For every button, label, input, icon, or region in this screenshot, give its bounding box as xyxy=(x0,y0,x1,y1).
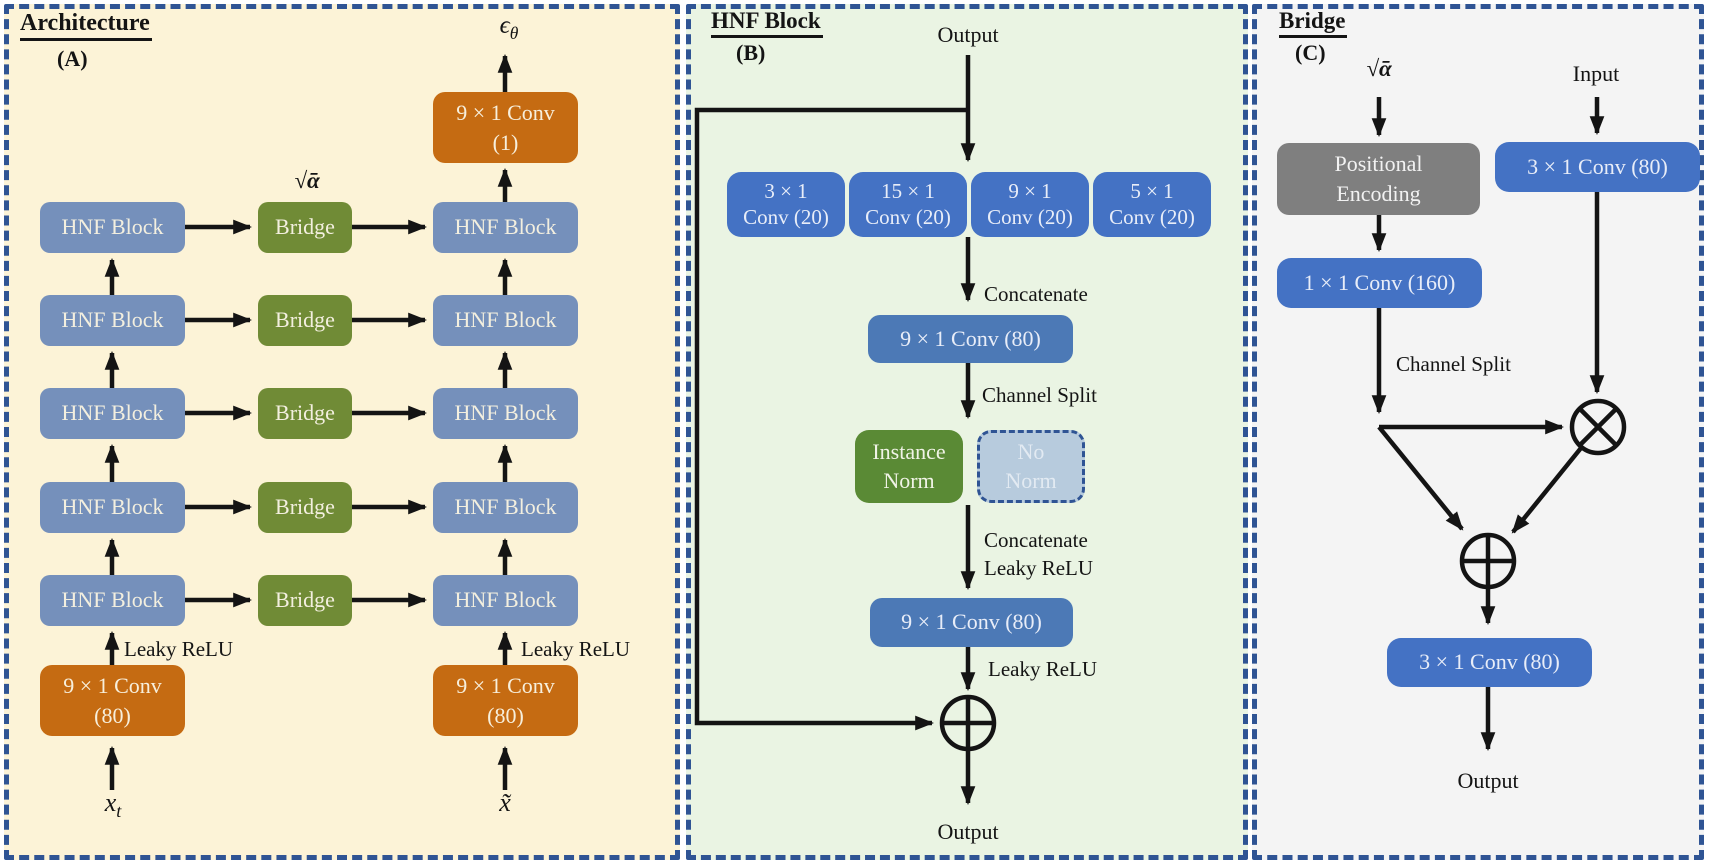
leaky-relu-label: Leaky ReLU xyxy=(521,637,631,661)
hnf-block-box: HNF Block xyxy=(433,295,578,346)
hnf-block-box: HNF Block xyxy=(40,575,185,626)
input-xtilde-label: x̃ xyxy=(499,788,511,817)
conv-9x1-80-box: 9 × 1 Conv (80) xyxy=(868,315,1073,363)
conv-3x1-80-box: 3 × 1 Conv (80) xyxy=(1387,638,1592,687)
input-xt-label: xt xyxy=(104,788,122,822)
concatenate-leaky-relu-label: Concatenate Leaky ReLU xyxy=(984,528,1094,580)
hnf-block-box: HNF Block xyxy=(433,388,578,439)
epsilon-theta-label: ϵθ xyxy=(499,12,519,43)
panel-a-tag: (A) xyxy=(57,46,88,71)
hnf-block-box: HNF Block xyxy=(433,575,578,626)
conv-9x1-80-box: 9 × 1 Conv (80) xyxy=(870,598,1073,647)
hnf-block-box: HNF Block xyxy=(40,482,185,533)
panel-c-tag: (C) xyxy=(1295,40,1326,65)
leaky-relu-label: Leaky ReLU xyxy=(124,637,234,661)
output-label: Output xyxy=(1457,768,1519,793)
channel-split-label: Channel Split xyxy=(1396,352,1511,376)
bridge-box: Bridge xyxy=(258,388,352,439)
panel-b-tag: (B) xyxy=(736,40,766,65)
hnf-block-box: HNF Block xyxy=(433,202,578,253)
sqrt-alpha-label: √ᾱ xyxy=(294,168,320,193)
multiply-node xyxy=(1569,398,1627,456)
channel-split-label: Channel Split xyxy=(982,383,1097,407)
output-label: Output xyxy=(937,819,999,844)
hnf-block-box: HNF Block xyxy=(40,295,185,346)
bridge-box: Bridge xyxy=(258,575,352,626)
concatenate-label: Concatenate xyxy=(984,282,1088,306)
panel-c-title: Bridge xyxy=(1279,8,1348,38)
sqrt-alpha-label: √ᾱ xyxy=(1366,56,1392,81)
bridge-box: Bridge xyxy=(258,202,352,253)
hnf-block-box: HNF Block xyxy=(40,202,185,253)
output-label: Output xyxy=(937,22,999,47)
panel-b-title: HNF Block xyxy=(711,8,823,38)
conv-3x1-80-box: 3 × 1 Conv (80) xyxy=(1495,142,1700,192)
conv-1x1-160-box: 1 × 1 Conv (160) xyxy=(1277,258,1482,308)
conv-9x1-80-box: 9 × 1 Conv(80) xyxy=(40,665,185,736)
conv-9x1-80-box: 9 × 1 Conv(80) xyxy=(433,665,578,736)
leaky-relu-label: Leaky ReLU xyxy=(988,657,1098,681)
add-node xyxy=(1459,532,1517,590)
input-label: Input xyxy=(1572,61,1620,86)
hnf-block-box: HNF Block xyxy=(433,482,578,533)
arrows xyxy=(104,53,1627,806)
conv-9x1-1-box: 9 × 1 Conv(1) xyxy=(433,92,578,163)
hnf-block-box: HNF Block xyxy=(40,388,185,439)
bridge-box: Bridge xyxy=(258,482,352,533)
add-node xyxy=(939,694,997,752)
bridge-box: Bridge xyxy=(258,295,352,346)
panel-a-title: Architecture xyxy=(20,10,152,41)
